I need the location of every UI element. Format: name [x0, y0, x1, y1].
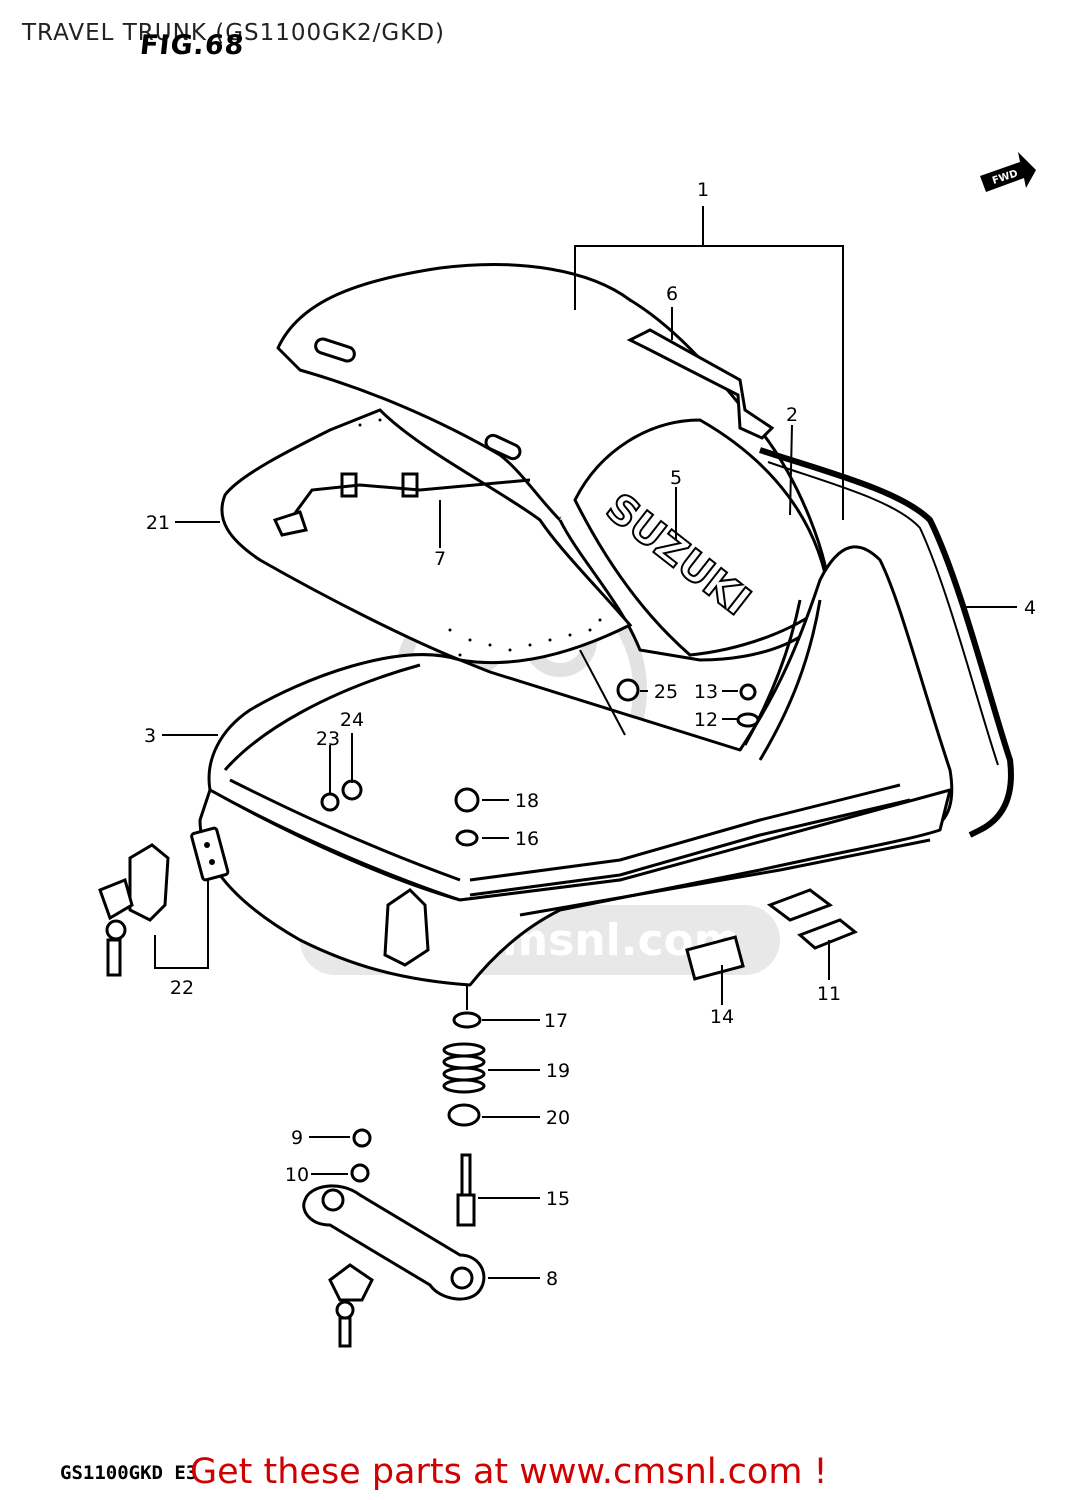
- latch-plate: [190, 826, 230, 882]
- callout-22: 22: [170, 977, 194, 999]
- callout-4: 4: [1024, 597, 1036, 619]
- bumper-icon: [616, 678, 640, 702]
- rubber-seal-inner: [767, 461, 999, 766]
- callout-10: 10: [285, 1164, 309, 1186]
- washer-icon: [736, 712, 760, 728]
- callout-14: 14: [710, 1006, 734, 1028]
- callout-20: 20: [546, 1107, 570, 1129]
- lid-inner-panel: [220, 408, 633, 665]
- washer-icon: [452, 1011, 482, 1029]
- grommet-icon: [455, 829, 479, 847]
- promo-link[interactable]: Get these parts at www.cmsnl.com !: [190, 1452, 828, 1492]
- latch-plate-hole: [209, 859, 215, 865]
- washer-icon: [320, 792, 340, 812]
- callout-25: 25: [654, 681, 678, 703]
- fwd-arrow-icon: FWD: [980, 152, 1036, 192]
- callout-18: 18: [515, 790, 539, 812]
- page-title: TRAVEL TRUNK (GS1100GK2/GKD): [22, 20, 446, 46]
- drawing-code: GS1100GKD E3: [60, 1462, 198, 1484]
- lid-stay: [272, 472, 531, 537]
- leader-lines: [154, 206, 1017, 1279]
- suzuki-emblem: SUZUKI: [573, 418, 832, 657]
- pin: [456, 1153, 476, 1227]
- latch-with-key: [98, 843, 170, 977]
- nut-icon: [350, 1163, 370, 1183]
- callout-12: 12: [694, 709, 718, 731]
- callout-15: 15: [546, 1188, 570, 1210]
- cushion-icon: [447, 1103, 481, 1127]
- bracket-clips: [766, 888, 858, 950]
- callout-labels: 1 2 3 4 5 6 7 8 9 10 11 12 13 14 15 16 1…: [144, 179, 1036, 1290]
- front-latch: [383, 888, 430, 967]
- callout-5: 5: [670, 467, 682, 489]
- callout-9: 9: [291, 1127, 303, 1149]
- mounting-plate: [302, 1184, 486, 1348]
- callout-19: 19: [546, 1060, 570, 1082]
- rubber-seal: [759, 447, 1014, 838]
- callout-1: 1: [697, 179, 709, 201]
- screw-icon: [352, 1128, 372, 1148]
- callout-16: 16: [515, 828, 539, 850]
- lid-handle: [626, 328, 775, 440]
- cap-nut-icon: [454, 787, 480, 813]
- callout-8: 8: [546, 1268, 558, 1290]
- nut-icon: [341, 779, 363, 801]
- callout-23: 23: [316, 728, 340, 750]
- callout-24: 24: [340, 709, 364, 731]
- pad: [685, 935, 745, 981]
- callout-11: 11: [817, 983, 841, 1005]
- spring: [442, 1042, 486, 1094]
- callout-3: 3: [144, 725, 156, 747]
- callout-6: 6: [666, 283, 678, 305]
- callout-2: 2: [786, 404, 798, 426]
- callout-7: 7: [434, 548, 446, 570]
- callout-13: 13: [694, 681, 718, 703]
- callout-17: 17: [544, 1010, 568, 1032]
- washer-icon: [739, 683, 757, 701]
- lid-inner-stipple: [358, 418, 602, 657]
- callout-21: 21: [146, 512, 170, 534]
- fasteners: [320, 678, 760, 1183]
- latch-plate-hole: [204, 842, 210, 848]
